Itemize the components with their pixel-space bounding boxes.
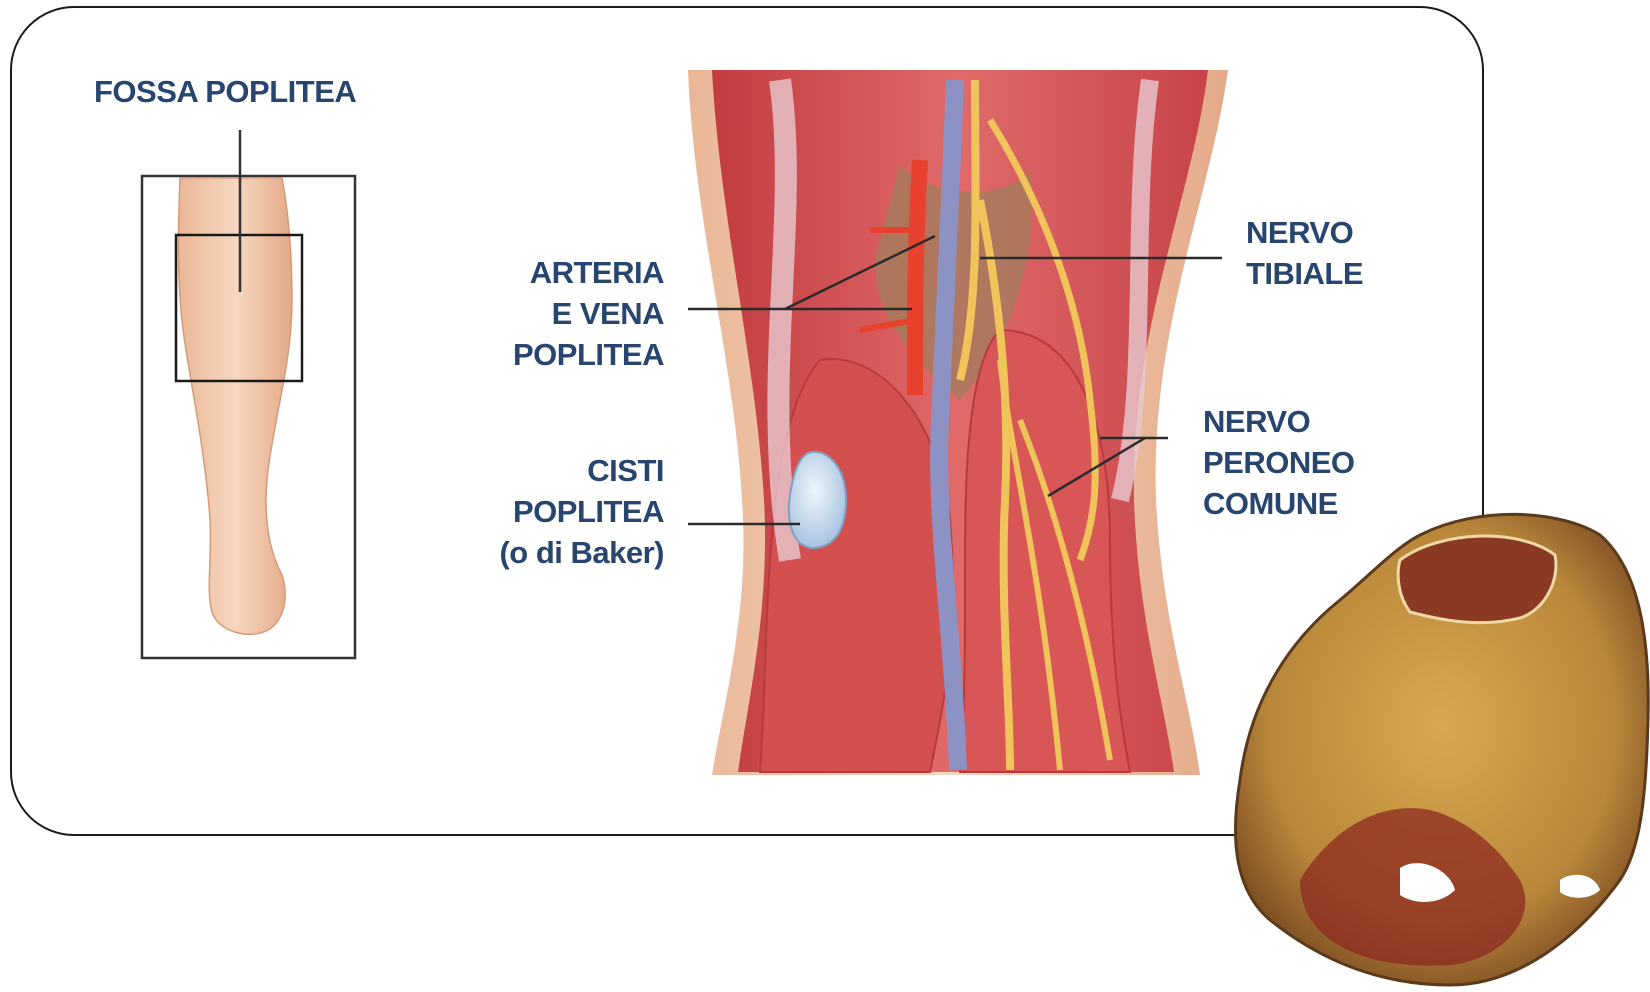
tibiale-line-2: TIBIALE [1246, 253, 1363, 294]
label-nervo-tibiale: NERVO TIBIALE [1246, 212, 1363, 294]
label-nervo-peroneo: NERVO PERONEO COMUNE [1203, 401, 1355, 524]
cisti-line-3: (o di Baker) [440, 532, 664, 573]
label-cisti: CISTI POPLITEA (o di Baker) [440, 450, 664, 573]
arteria-line-1: ARTERIA [440, 252, 664, 293]
arteria-line-3: POPLITEA [440, 334, 664, 375]
cisti-line-1: CISTI [440, 450, 664, 491]
peroneo-line-1: NERVO [1203, 401, 1355, 442]
leg-thumbnail [142, 130, 355, 658]
popliteal-artery [915, 160, 920, 395]
patella-section [1398, 536, 1556, 623]
baker-cyst [789, 452, 846, 548]
tibia-cross-section [1235, 514, 1648, 985]
tibiale-line-1: NERVO [1246, 212, 1363, 253]
semimembranosus-tendon [778, 80, 790, 560]
cisti-line-2: POPLITEA [440, 491, 664, 532]
peroneo-line-2: PERONEO [1203, 442, 1355, 483]
arteria-line-2: E VENA [440, 293, 664, 334]
label-fossa-poplitea: FOSSA POPLITEA [94, 71, 356, 112]
knee-illustration [688, 70, 1228, 775]
peroneo-line-3: COMUNE [1203, 483, 1355, 524]
fossa-poplitea-text: FOSSA POPLITEA [94, 74, 356, 109]
leg-shape [178, 178, 292, 634]
label-arteria-vena: ARTERIA E VENA POPLITEA [440, 252, 664, 375]
